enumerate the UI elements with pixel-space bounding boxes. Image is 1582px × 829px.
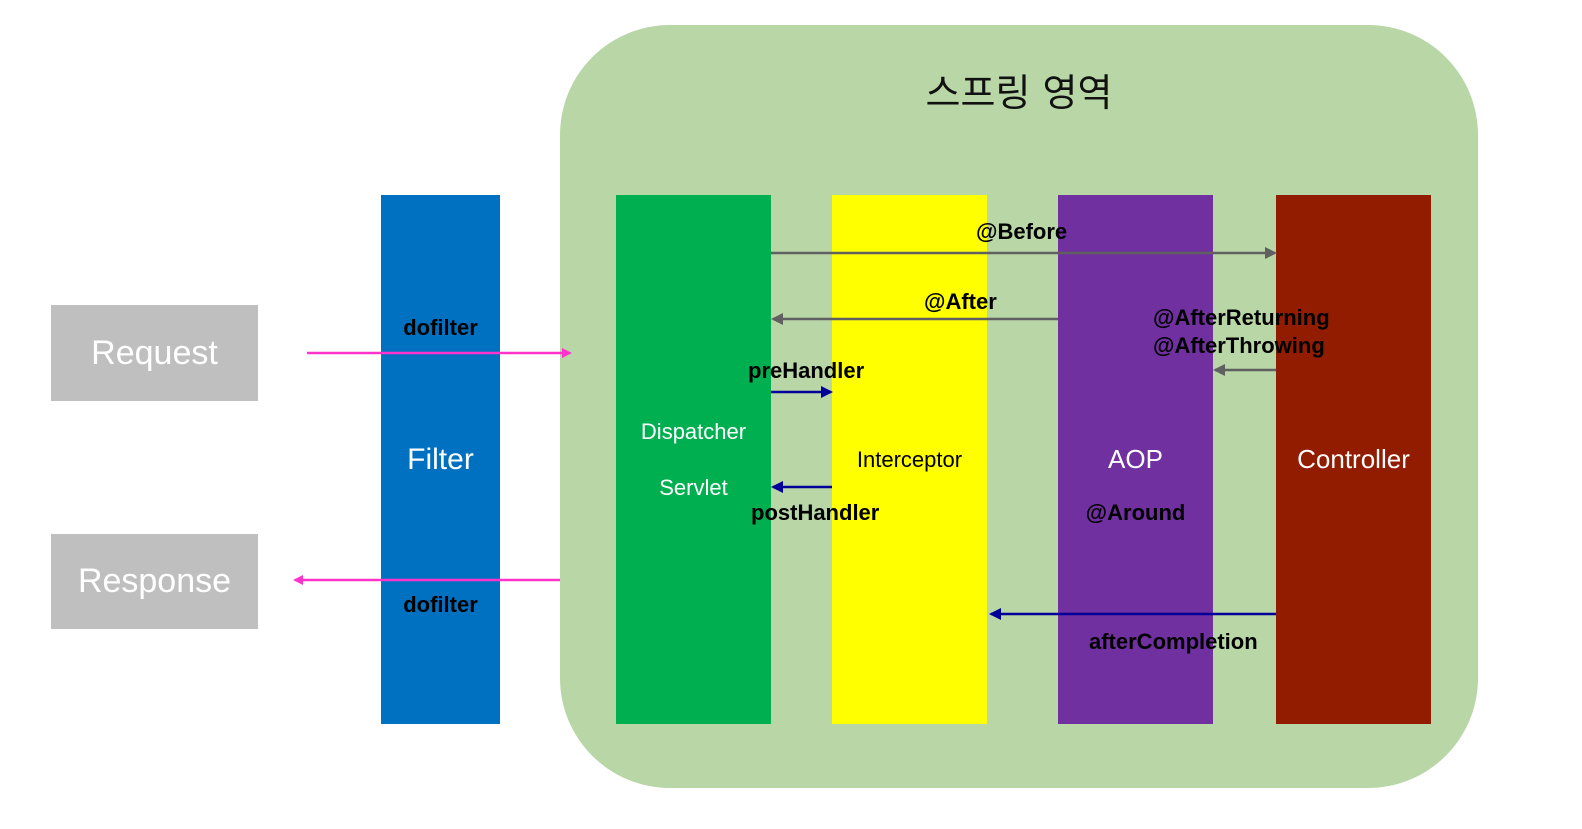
- dispatcher-label: Dispatcher: [640, 418, 747, 444]
- after-returning-label: @AfterReturning: [1153, 305, 1330, 330]
- aop-label: AOP: [1108, 444, 1163, 474]
- dispatcher-servlet-column: Dispatcher Servlet: [616, 195, 771, 724]
- filter-label: Filter: [407, 442, 474, 476]
- interceptor-label: Interceptor: [856, 446, 963, 472]
- post-handler-label: postHandler: [751, 500, 880, 525]
- pre-handler-label: preHandler: [748, 358, 865, 383]
- aop-column: AOP: [1058, 195, 1213, 724]
- response-label: Response: [77, 562, 232, 600]
- after-label: @After: [924, 289, 997, 314]
- spring-region-title: 스프링 영역: [925, 71, 1113, 115]
- request-box: Request: [51, 305, 258, 401]
- after-throwing-label: @AfterThrowing: [1153, 333, 1325, 358]
- response-box: Response: [51, 534, 258, 629]
- around-label: @Around: [1085, 500, 1186, 525]
- controller-label: Controller: [1297, 444, 1410, 474]
- servlet-label: Servlet: [659, 474, 728, 500]
- request-label: Request: [91, 333, 218, 372]
- interceptor-column: Interceptor: [832, 195, 987, 724]
- controller-column: Controller: [1276, 195, 1431, 724]
- filter-column: Filter: [381, 195, 500, 724]
- before-label: @Before: [976, 219, 1068, 244]
- dofilter-out-label: dofilter: [403, 592, 478, 617]
- dofilter-in-label: dofilter: [403, 315, 478, 340]
- after-completion-label: afterCompletion: [1089, 629, 1258, 654]
